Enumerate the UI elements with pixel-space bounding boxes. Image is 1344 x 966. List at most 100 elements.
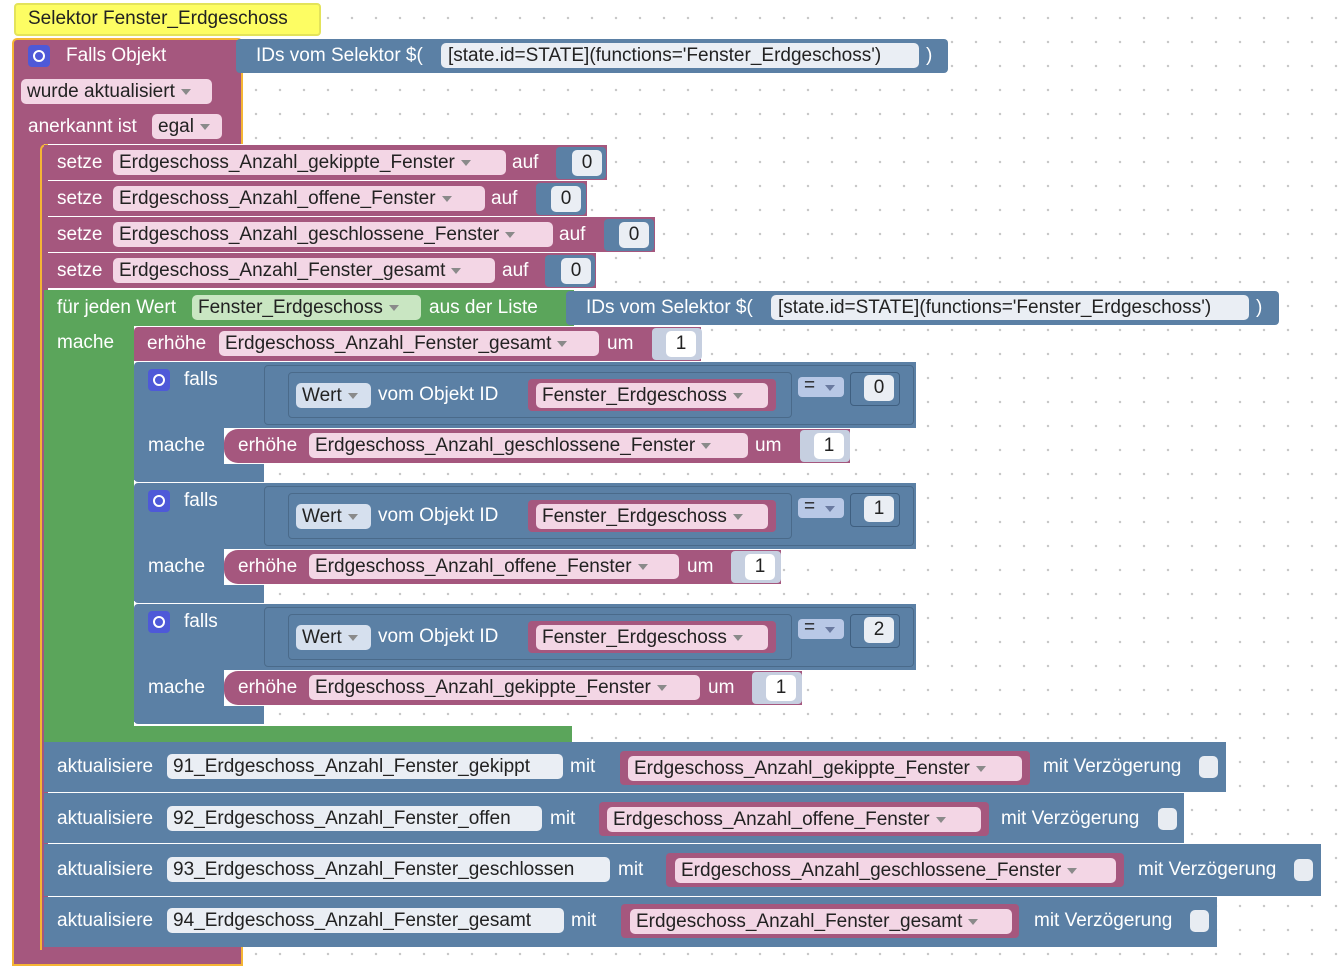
chevron-down-icon <box>732 635 743 641</box>
update-target-field[interactable]: 91_Erdgeschoss_Anzahl_Fenster_gekippt <box>167 754 563 779</box>
if-label: falls <box>184 611 218 632</box>
update-delay-label: mit Verzögerung <box>1043 756 1182 777</box>
set-variable-dropdown[interactable]: Erdgeschoss_Anzahl_Fenster_gesamt <box>113 258 495 283</box>
chevron-down-icon <box>935 817 946 823</box>
if-block-3-foot <box>134 706 264 724</box>
delay-checkbox[interactable] <box>1190 910 1209 932</box>
gear-icon[interactable] <box>28 45 50 67</box>
update-variable-dropdown[interactable]: Erdgeschoss_Anzahl_gekippte_Fenster <box>628 756 1022 781</box>
number-input[interactable]: 0 <box>551 186 581 212</box>
number-input[interactable]: 0 <box>561 258 591 284</box>
chevron-down-icon <box>975 766 986 772</box>
selector-label-text: Selektor Fenster_Erdgeschoss <box>28 8 288 29</box>
delay-checkbox[interactable] <box>1294 859 1313 881</box>
set-verb: setze <box>57 188 103 209</box>
trigger-mode-dropdown[interactable]: wurde aktualisiert <box>21 79 212 104</box>
object-variable-dropdown[interactable]: Fenster_Erdgeschoss <box>536 625 768 650</box>
ack-value: egal <box>158 116 194 137</box>
of-object-label: vom Objekt ID <box>378 505 499 526</box>
update-variable-dropdown[interactable]: Erdgeschoss_Anzahl_offene_Fenster <box>607 807 981 832</box>
increment-verb: erhöhe <box>238 556 298 577</box>
increment-variable-dropdown[interactable]: Erdgeschoss_Anzahl_Fenster_gesamt <box>219 331 599 356</box>
chevron-down-icon <box>347 514 358 520</box>
loop-block-bottom <box>44 726 572 742</box>
do-label: mache <box>148 435 206 456</box>
chevron-down-icon <box>701 443 712 449</box>
increment-by: um <box>687 556 714 577</box>
gear-icon[interactable] <box>148 369 170 391</box>
update-variable-dropdown[interactable]: Erdgeschoss_Anzahl_Fenster_gesamt <box>630 909 1012 934</box>
operator-dropdown[interactable]: = <box>798 496 844 518</box>
loop-do-label: mache <box>57 332 115 353</box>
delay-checkbox[interactable] <box>1199 756 1218 778</box>
operator-dropdown[interactable]: = <box>798 375 844 397</box>
gear-icon[interactable] <box>148 490 170 512</box>
number-input[interactable]: 0 <box>619 222 649 248</box>
operator-dropdown[interactable]: = <box>798 617 844 639</box>
if-label: falls <box>184 369 218 390</box>
compare-number[interactable]: 2 <box>864 617 894 643</box>
set-to: auf <box>491 188 518 209</box>
set-variable-dropdown[interactable]: Erdgeschoss_Anzahl_gekippte_Fenster <box>113 150 506 175</box>
update-with: mit <box>570 756 596 777</box>
chevron-down-icon <box>825 385 835 391</box>
chevron-down-icon <box>460 160 471 166</box>
loop-label: für jeden Wert <box>57 297 176 318</box>
update-with: mit <box>618 859 644 880</box>
selector-label[interactable] <box>14 3 321 36</box>
increment-variable-dropdown[interactable]: Erdgeschoss_Anzahl_gekippte_Fenster <box>309 675 700 700</box>
number-input[interactable]: 0 <box>572 150 602 176</box>
if-block-2-foot <box>134 585 264 603</box>
chevron-down-icon <box>732 393 743 399</box>
loop-from-label: aus der Liste <box>429 297 538 318</box>
if-block-1-foot <box>134 464 264 482</box>
selector-block-label: IDs vom Selektor $( <box>256 45 423 66</box>
loop-variable-dropdown[interactable]: Fenster_Erdgeschoss <box>192 295 421 320</box>
increment-by: um <box>607 333 634 354</box>
set-variable-dropdown[interactable]: Erdgeschoss_Anzahl_offene_Fenster <box>113 186 485 211</box>
selector-close-paren: ) <box>1256 297 1263 318</box>
object-variable-dropdown[interactable]: Fenster_Erdgeschoss <box>536 504 768 529</box>
value-dropdown[interactable]: Wert <box>296 625 371 650</box>
set-variable-dropdown[interactable]: Erdgeschoss_Anzahl_geschlossene_Fenster <box>113 222 553 247</box>
chevron-down-icon <box>388 305 399 311</box>
increment-by: um <box>708 677 735 698</box>
chevron-down-icon <box>441 196 452 202</box>
increment-variable-dropdown[interactable]: Erdgeschoss_Anzahl_geschlossene_Fenster <box>309 433 748 458</box>
number-input[interactable]: 1 <box>666 331 696 357</box>
delay-checkbox[interactable] <box>1158 808 1177 830</box>
gear-icon[interactable] <box>148 611 170 633</box>
compare-number[interactable]: 1 <box>864 496 894 522</box>
update-variable-dropdown[interactable]: Erdgeschoss_Anzahl_geschlossene_Fenster <box>675 858 1116 883</box>
of-object-label: vom Objekt ID <box>378 626 499 647</box>
ack-dropdown[interactable]: egal <box>152 114 222 139</box>
number-input[interactable]: 1 <box>745 554 775 580</box>
number-input[interactable]: 1 <box>814 433 844 459</box>
value-dropdown[interactable]: Wert <box>296 504 371 529</box>
compare-number[interactable]: 0 <box>864 375 894 401</box>
trigger-label: Falls Objekt <box>66 45 167 66</box>
chevron-down-icon <box>732 514 743 520</box>
selector-query-field[interactable]: [state.id=STATE](functions='Fenster_Erdg… <box>441 43 919 68</box>
update-target-field[interactable]: 94_Erdgeschoss_Anzahl_Fenster_gesamt <box>167 908 564 933</box>
chevron-down-icon <box>451 268 462 274</box>
chevron-down-icon <box>825 506 835 512</box>
selector-query-field[interactable]: [state.id=STATE](functions='Fenster_Erdg… <box>771 295 1249 320</box>
update-target-field[interactable]: 92_Erdgeschoss_Anzahl_Fenster_offen <box>167 806 542 831</box>
trigger-mode-value: wurde aktualisiert <box>27 81 175 102</box>
chevron-down-icon <box>968 919 979 925</box>
increment-verb: erhöhe <box>238 677 298 698</box>
object-variable-dropdown[interactable]: Fenster_Erdgeschoss <box>536 383 768 408</box>
set-verb: setze <box>57 224 103 245</box>
value-dropdown[interactable]: Wert <box>296 383 371 408</box>
update-delay-label: mit Verzögerung <box>1138 859 1277 880</box>
chevron-down-icon <box>347 393 358 399</box>
do-label: mache <box>148 677 206 698</box>
number-input[interactable]: 1 <box>766 675 796 701</box>
set-verb: setze <box>57 260 103 281</box>
increment-variable-dropdown[interactable]: Erdgeschoss_Anzahl_offene_Fenster <box>309 554 679 579</box>
update-with: mit <box>550 808 576 829</box>
update-verb: aktualisiere <box>57 910 154 931</box>
set-to: auf <box>559 224 586 245</box>
update-target-field[interactable]: 93_Erdgeschoss_Anzahl_Fenster_geschlosse… <box>167 857 610 882</box>
